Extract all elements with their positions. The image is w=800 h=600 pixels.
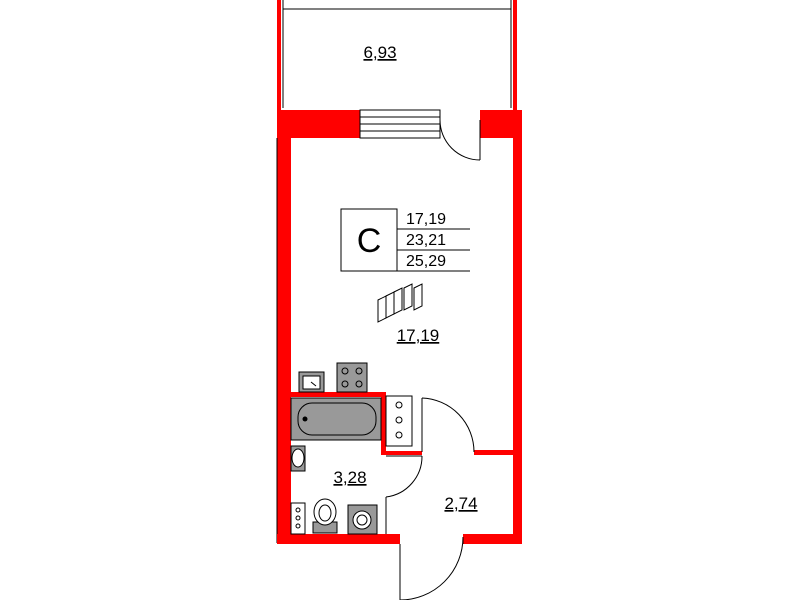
hallway-area-label: 2,74 — [444, 494, 477, 513]
kitchen-cabinet-icon — [385, 395, 413, 447]
entrance-door — [399, 536, 464, 600]
wall-bath-top — [291, 392, 386, 397]
bathroom-door — [421, 397, 475, 453]
area-legend: С 17,19 23,21 25,29 — [340, 208, 470, 272]
wall-top-right — [480, 110, 522, 138]
legend-area-total: 23,21 — [406, 232, 446, 249]
bathtub-icon — [290, 397, 382, 441]
legend-type-box — [340, 208, 398, 272]
wall-bath-right — [381, 397, 386, 452]
wardrobe-icon — [377, 283, 423, 323]
wall-right — [513, 138, 522, 543]
balcony-window — [359, 109, 441, 139]
wall-top-left — [277, 110, 360, 138]
wall-bath-bottom — [381, 451, 422, 455]
balcony-door — [439, 119, 481, 161]
stove-icon — [336, 362, 368, 393]
toilet-icon — [312, 498, 338, 534]
bath-shelf-icon — [290, 502, 306, 535]
washbasin-icon — [290, 445, 306, 472]
wall-left — [277, 138, 291, 543]
legend-area-living: 17,19 — [406, 211, 446, 228]
wall-bottom-left — [277, 534, 400, 544]
wall-bottom-right — [463, 534, 522, 544]
living-area-label: 17,19 — [397, 326, 440, 345]
bathroom-area-label: 3,28 — [333, 468, 366, 487]
apartment-type: С — [357, 222, 382, 260]
washing-machine-icon — [347, 504, 378, 535]
balcony-right-edge — [513, 0, 517, 110]
wall-hall-partition — [474, 450, 513, 455]
kitchen-sink-icon — [298, 371, 325, 393]
balcony-area-label: 6,93 — [363, 43, 396, 62]
balcony-left-edge — [277, 0, 281, 110]
walls — [276, 110, 522, 544]
bath-inner-door — [385, 455, 423, 534]
legend-area-with-balcony: 25,29 — [406, 253, 446, 270]
balcony — [277, 0, 517, 110]
